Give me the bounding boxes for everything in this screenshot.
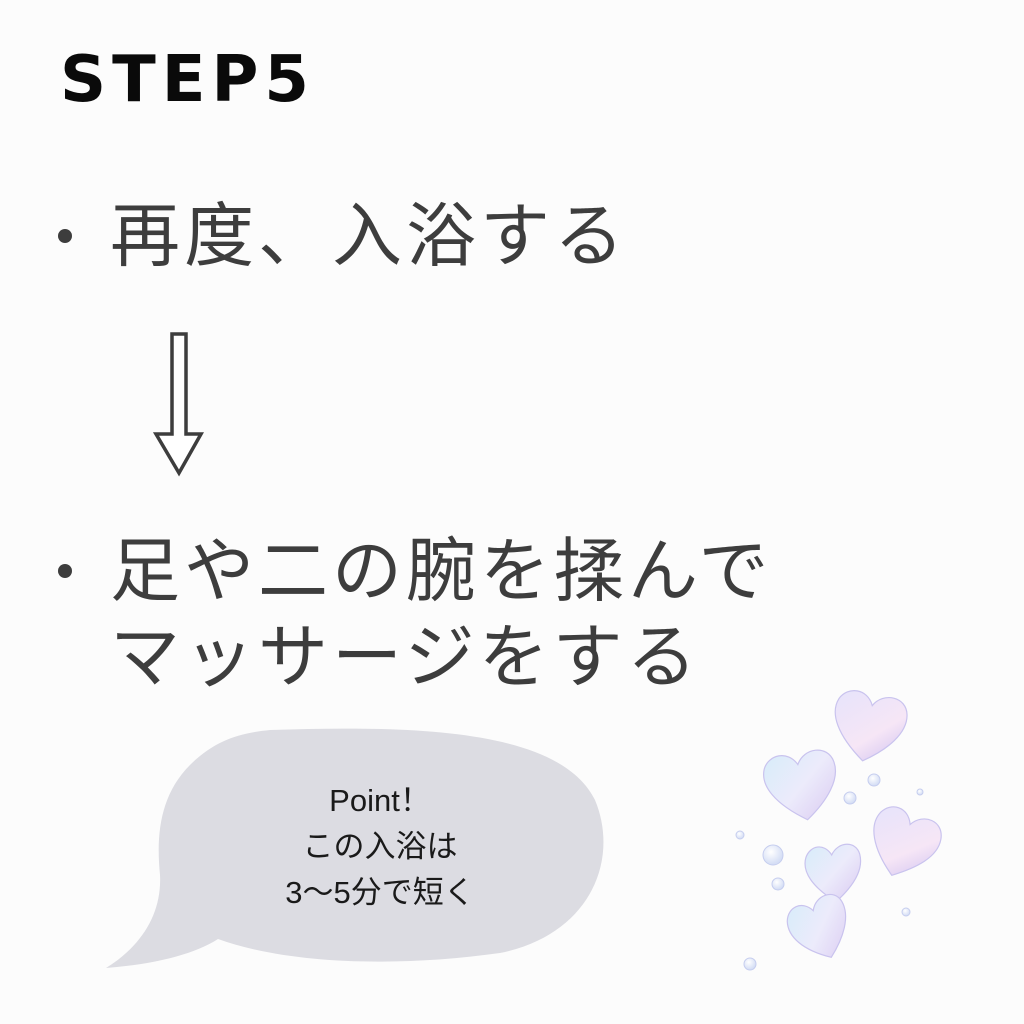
bullet-dot-icon <box>58 229 72 243</box>
step-item-bathe-again: 再度、入浴する <box>58 193 628 279</box>
bullet-dot-icon <box>58 564 72 578</box>
step-item-massage: 足や二の腕を揉んで マッサージをする <box>58 528 773 700</box>
step-title: STEP5 <box>60 43 315 117</box>
speech-bubble <box>106 728 604 968</box>
callout-line-duration: 3〜5分で短く <box>285 875 475 910</box>
callout-line-point: Point！ <box>329 783 431 818</box>
callout-line-bath: この入浴は <box>302 829 458 864</box>
step-item-text: 再度、入浴する <box>110 195 628 277</box>
down-arrow-outline-icon <box>152 332 204 477</box>
step-item-text: 足や二の腕を揉んで マッサージをする <box>110 530 773 698</box>
bubble-hearts-icon <box>735 690 942 971</box>
callout-text: Point！ この入浴は 3〜5分で短く <box>180 778 580 916</box>
